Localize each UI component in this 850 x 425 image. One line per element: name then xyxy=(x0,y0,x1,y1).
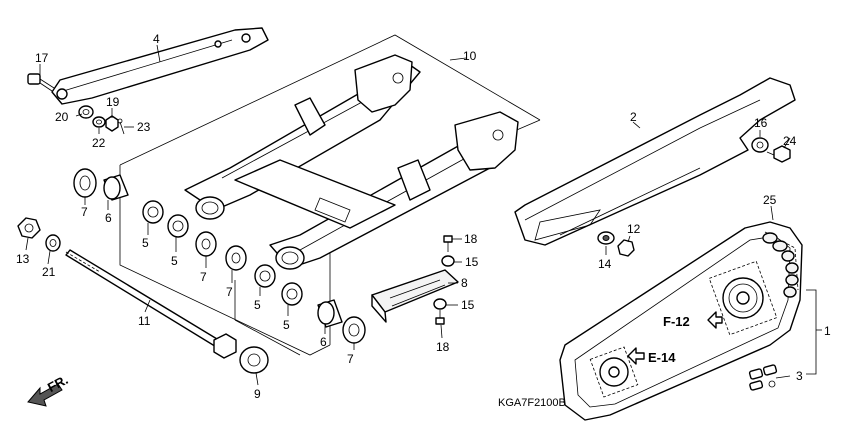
washer-16 xyxy=(751,137,769,153)
diagram-code: KGA7F2100B xyxy=(498,397,566,409)
bushing-5a xyxy=(142,200,164,224)
collar-9 xyxy=(239,346,269,374)
callout-5b: 5 xyxy=(171,254,178,268)
callout-7c: 7 xyxy=(226,285,233,299)
chain-links-detail xyxy=(762,232,799,298)
callout-5a: 5 xyxy=(142,236,149,250)
callout-7d: 7 xyxy=(347,352,354,366)
callout-17: 17 xyxy=(35,51,49,65)
bolt-18b xyxy=(435,310,445,325)
washer-14 xyxy=(597,231,615,245)
master-link-3 xyxy=(748,364,778,391)
bushing-5d xyxy=(281,282,303,306)
callout-21: 21 xyxy=(42,265,56,279)
washer-20 xyxy=(78,105,94,119)
callout-18b: 18 xyxy=(436,340,450,354)
bolt-17 xyxy=(27,73,55,92)
callout-15b: 15 xyxy=(461,298,475,312)
callout-22: 22 xyxy=(92,136,106,150)
callout-1: 1 xyxy=(824,324,831,338)
callout-20: 20 xyxy=(55,110,69,124)
callout-14: 14 xyxy=(598,257,612,271)
bushing-5b xyxy=(167,214,189,238)
bolt-18a xyxy=(443,235,453,252)
callout-2: 2 xyxy=(630,110,637,124)
callout-13: 13 xyxy=(16,252,30,266)
callout-15a: 15 xyxy=(465,255,479,269)
callout-3: 3 xyxy=(796,369,803,383)
callout-24: 24 xyxy=(783,134,797,148)
dust-seal-7d xyxy=(342,316,366,344)
collar-6a xyxy=(103,174,129,201)
nut-22 xyxy=(92,116,106,128)
callout-4: 4 xyxy=(153,32,160,46)
front-direction-arrow xyxy=(27,383,63,407)
dust-seal-7a xyxy=(73,168,97,198)
bushing-5c xyxy=(254,264,276,288)
crossref-label-f12: F-12 xyxy=(663,314,690,329)
callout-7a: 7 xyxy=(81,205,88,219)
dust-seal-7b xyxy=(195,231,217,257)
collar-6b xyxy=(317,299,343,328)
washer-21 xyxy=(45,234,61,252)
callout-11: 11 xyxy=(138,314,151,328)
collar-15a xyxy=(441,255,455,267)
cotter-pin-23 xyxy=(117,118,125,135)
crossref-arrow-f12 xyxy=(707,311,723,329)
nut-19 xyxy=(105,115,119,132)
callout-23: 23 xyxy=(137,120,151,134)
drive-sprocket xyxy=(708,260,778,336)
swingarm-body xyxy=(184,54,519,270)
callout-8: 8 xyxy=(461,276,468,290)
leader-lines xyxy=(25,44,791,386)
nut-12 xyxy=(617,239,635,257)
pivot-bolt-11 xyxy=(65,249,237,359)
dust-seal-7c xyxy=(225,245,247,271)
callout-5c: 5 xyxy=(254,298,261,312)
callout-9: 9 xyxy=(254,387,261,401)
crossref-arrow-e14 xyxy=(627,347,645,365)
swingarm-group-frame xyxy=(119,34,541,356)
callout-19: 19 xyxy=(106,95,120,109)
callout-10: 10 xyxy=(463,49,477,63)
chain-slider-8 xyxy=(371,269,459,323)
callout-16: 16 xyxy=(754,116,768,130)
callout-5d: 5 xyxy=(283,318,290,332)
callout-18a: 18 xyxy=(464,232,478,246)
callout-6a: 6 xyxy=(105,211,112,225)
callout-25: 25 xyxy=(763,193,777,207)
nut-13 xyxy=(17,217,41,239)
callout-6b: 6 xyxy=(320,335,327,349)
chain-cover-2 xyxy=(514,77,796,246)
crossref-label-e14: E-14 xyxy=(648,350,676,365)
collar-15b xyxy=(433,298,447,310)
callout-bracket-1 xyxy=(806,289,822,375)
callout-7b: 7 xyxy=(200,270,207,284)
callout-12: 12 xyxy=(627,222,641,236)
driven-sprocket xyxy=(589,346,639,398)
bolt-24 xyxy=(766,145,791,163)
torque-link-arm xyxy=(51,27,269,105)
